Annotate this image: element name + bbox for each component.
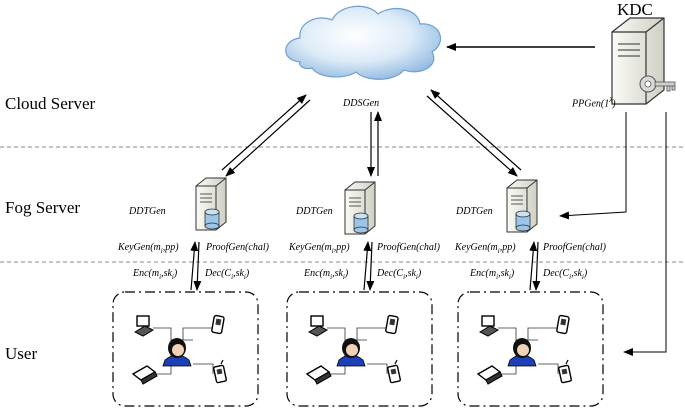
fog3-user-arrows (529, 241, 541, 291)
laptop-icon (306, 365, 332, 385)
user-label: User (5, 344, 38, 363)
user-group-2 (286, 291, 433, 407)
cloud-fog2-arrows (367, 111, 382, 177)
phone-icon (384, 314, 400, 335)
laptop-icon (477, 365, 503, 385)
user-group-1 (112, 291, 259, 407)
kdc-to-user-arrow (623, 112, 667, 356)
user-group-3 (457, 291, 604, 407)
laptop-icon (132, 365, 158, 385)
mobile-icon (386, 359, 402, 384)
fog1-user-arrows (190, 241, 202, 291)
ddtgen-label-2: DDTGen (296, 206, 333, 217)
desktop-icon (479, 315, 499, 337)
enc-label-1: Enc(mi,ski) (133, 268, 178, 281)
user-avatar-icon (507, 337, 537, 367)
fog-server-2-icon (344, 181, 376, 235)
proofgen-label-1: ProofGen(chal) (206, 242, 269, 253)
keygen-label-2: KeyGen(mi,pp) (289, 242, 350, 255)
user-avatar-icon (162, 337, 192, 367)
keygen-label-3: KeyGen(mi,pp) (455, 242, 516, 255)
keygen-label-1: KeyGen(mi,pp) (118, 242, 179, 255)
fog-server-label: Fog Server (5, 198, 81, 217)
dec-label-2: Dec(Ci,ski) (377, 268, 422, 281)
proofgen-label-3: ProofGen(chal) (543, 242, 606, 253)
cloud-fog3-arrows (426, 89, 522, 177)
dec-label-3: Dec(Ci,ski) (543, 268, 588, 281)
fog2-user-arrows (363, 241, 375, 291)
phone-icon (555, 314, 571, 335)
enc-label-3: Enc(mi,ski) (470, 268, 515, 281)
key-icon (639, 75, 676, 93)
user-avatar-icon (336, 337, 366, 367)
dec-label-1: Dec(Ci,ski) (205, 268, 250, 281)
fog-server-1-icon (195, 177, 227, 231)
kdc-to-fog-arrow (559, 112, 627, 220)
ppgen-label: PPGen(1λ) (572, 96, 616, 110)
ddsgen-label: DDSGen (343, 98, 380, 109)
kdc-server-icon (611, 17, 665, 105)
mobile-icon (212, 359, 228, 384)
phone-icon (210, 314, 226, 335)
desktop-icon (308, 315, 328, 337)
ddtgen-label-1: DDTGen (129, 206, 166, 217)
ddtgen-label-3: DDTGen (456, 206, 493, 217)
cloud-fog1-arrows (221, 94, 311, 177)
enc-label-2: Enc(mi,ski) (304, 268, 349, 281)
desktop-icon (134, 315, 154, 337)
cloud-server-label: Cloud Server (5, 94, 96, 113)
proofgen-label-2: ProofGen(chal) (377, 242, 440, 253)
cloud-server-icon (285, 5, 442, 80)
kdc-label: KDC (617, 0, 653, 19)
fog-server-3-icon (506, 179, 538, 233)
mobile-icon (557, 359, 573, 384)
